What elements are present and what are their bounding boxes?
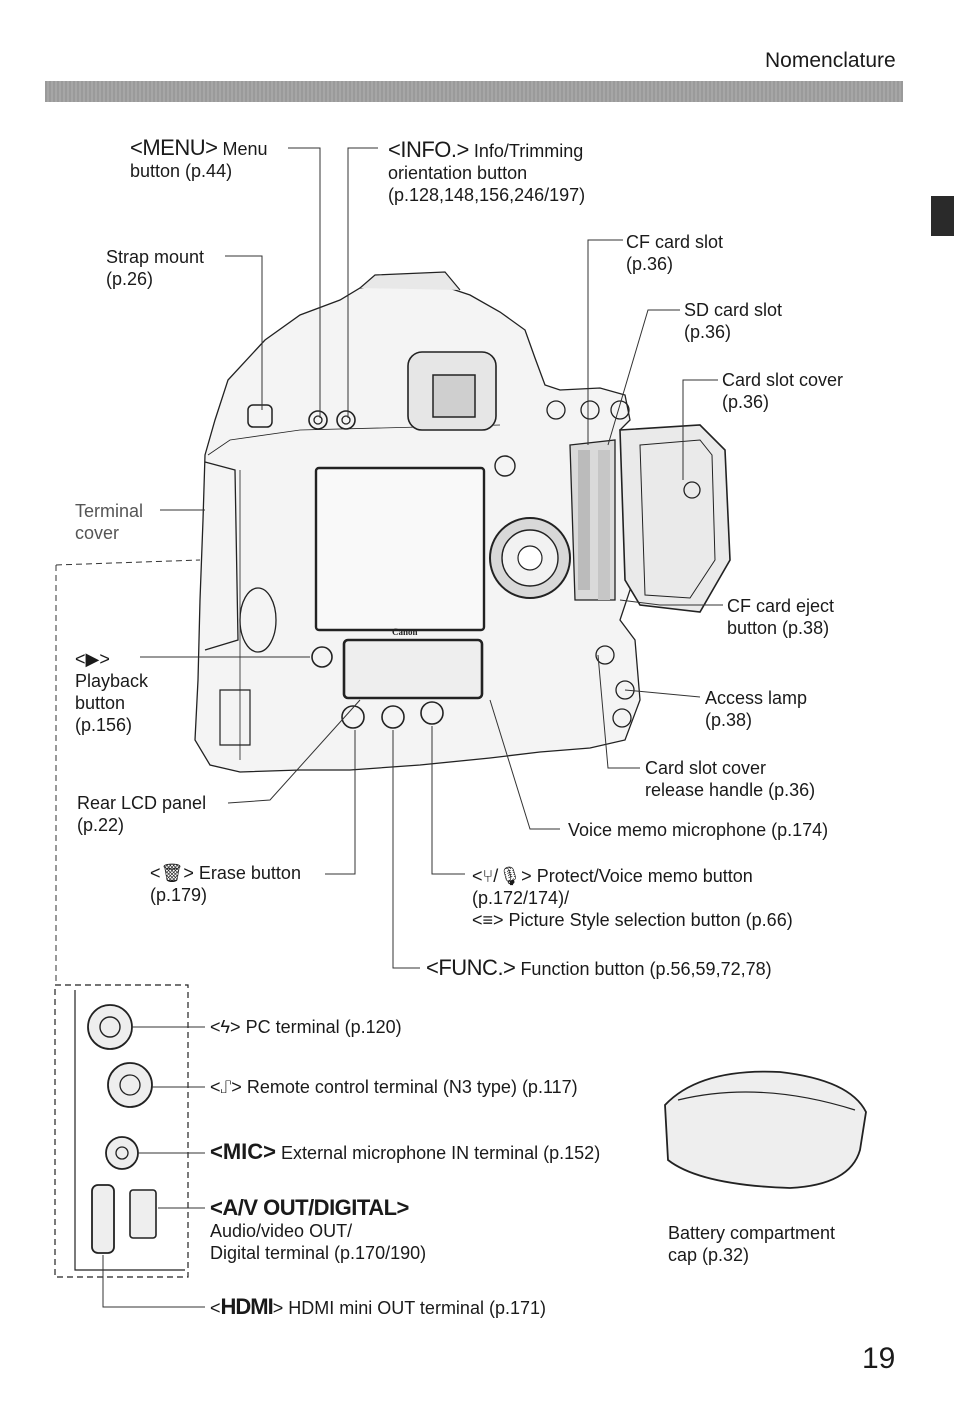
mic-terminal-label: <MIC> External microphone IN terminal (p… bbox=[210, 1139, 601, 1164]
picture-style-icon: <≡> bbox=[472, 910, 504, 930]
av-out-digital-label: <A/V OUT/DIGITAL> Audio/video OUT/ Digit… bbox=[210, 1195, 427, 1264]
trash-icon: <🗑> bbox=[150, 863, 194, 883]
pc-terminal-label: <ϟ> PC terminal (p.120) bbox=[210, 1017, 402, 1037]
playback-icon: <▶> bbox=[75, 649, 110, 669]
page-number: 19 bbox=[862, 1342, 896, 1375]
sd-card-slot-label: SD card slot(p.36) bbox=[684, 300, 783, 342]
rear-lcd-panel bbox=[342, 638, 484, 700]
erase-button-label: <🗑> Erase button (p.179) bbox=[150, 863, 301, 905]
hdmi-port bbox=[91, 1184, 115, 1254]
function-button-label: <FUNC.> Function button (p.56,59,72,78) bbox=[426, 955, 772, 980]
av-out-port bbox=[129, 1189, 157, 1239]
hdmi-logo-icon: HDMI bbox=[220, 1294, 274, 1319]
remote-terminal-port bbox=[107, 1062, 153, 1108]
menu-button-label: <MENU> Menu button (p.44) bbox=[130, 135, 268, 182]
card-slot-cover-label: Card slot cover(p.36) bbox=[722, 370, 844, 412]
strap-mount-label: Strap mount(p.26) bbox=[106, 247, 205, 289]
pc-terminal-port bbox=[87, 1004, 133, 1050]
hdmi-terminal-label: <HDMI> HDMI mini OUT terminal (p.171) bbox=[210, 1294, 546, 1319]
mic-terminal-port bbox=[105, 1136, 139, 1170]
info-button-label: <INFO.> Info/Trimming orientation button… bbox=[388, 137, 586, 206]
remote-control-terminal-label: <⑀> Remote control terminal (N3 type) (p… bbox=[210, 1077, 578, 1097]
remote-icon: <⑀> bbox=[210, 1077, 242, 1097]
section-tab-marker bbox=[931, 196, 954, 236]
battery-cap bbox=[664, 1070, 867, 1189]
page-header-title: Nomenclature bbox=[765, 49, 896, 72]
viewfinder-window bbox=[432, 374, 476, 418]
card-slot-cover-door bbox=[619, 424, 731, 613]
ports-inset-box bbox=[54, 984, 189, 1278]
camera-brand-text: Canon bbox=[392, 627, 418, 637]
access-lamp-label: Access lamp(p.38) bbox=[705, 688, 808, 730]
playback-button-label: <▶> Playback button (p.156) bbox=[75, 649, 149, 735]
main-lcd-screen bbox=[314, 466, 486, 632]
header-band bbox=[45, 81, 903, 102]
protect-mic-icon: <⑂/🎙> bbox=[472, 866, 532, 886]
cf-card-slot-label: CF card slot(p.36) bbox=[626, 232, 724, 274]
terminal-cover-outline bbox=[204, 461, 239, 651]
rear-lcd-panel-label: Rear LCD panel(p.22) bbox=[77, 793, 207, 835]
flash-icon: <ϟ> bbox=[210, 1017, 241, 1037]
protect-voice-memo-button-label: <⑂/🎙> Protect/Voice memo button (p.172/1… bbox=[472, 866, 793, 930]
voice-memo-microphone-label: Voice memo microphone (p.174) bbox=[568, 820, 829, 840]
